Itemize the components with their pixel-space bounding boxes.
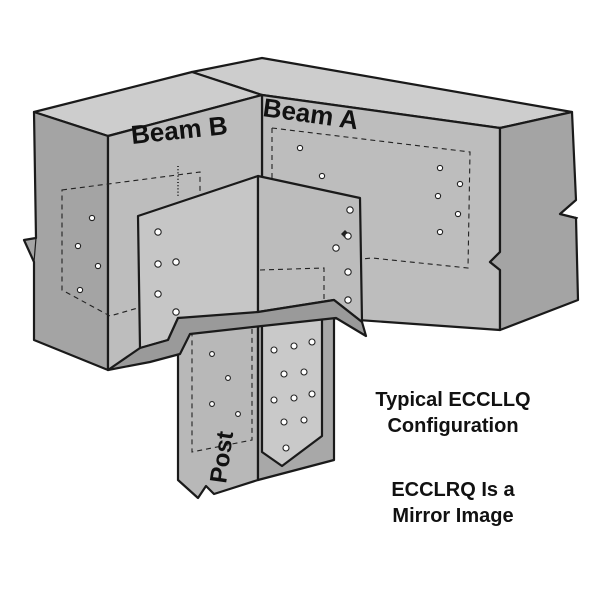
caption-line-4: Mirror Image	[392, 505, 513, 527]
beam-b-end-face	[22, 110, 110, 372]
post	[176, 298, 336, 500]
caption: Typical ECCLLQ Configuration ECCLRQ Is a…	[375, 389, 530, 527]
beam-b-hidden-fasteners	[74, 214, 102, 294]
cap-plate	[106, 166, 368, 372]
caption-line-2: Configuration	[387, 415, 518, 437]
beam-a-end-face	[488, 110, 580, 332]
beam-a-hidden-fasteners	[296, 144, 464, 236]
post-plate-fasteners	[270, 338, 316, 452]
post-strap-plate	[260, 304, 324, 468]
post-hidden-fasteners	[209, 351, 241, 417]
cap-plate-right-fasteners	[332, 206, 354, 304]
caption-line-1: Typical ECCLLQ	[375, 389, 530, 411]
cap-plate-left-fasteners	[154, 228, 180, 316]
caption-line-3: ECCLRQ Is a	[391, 479, 515, 501]
